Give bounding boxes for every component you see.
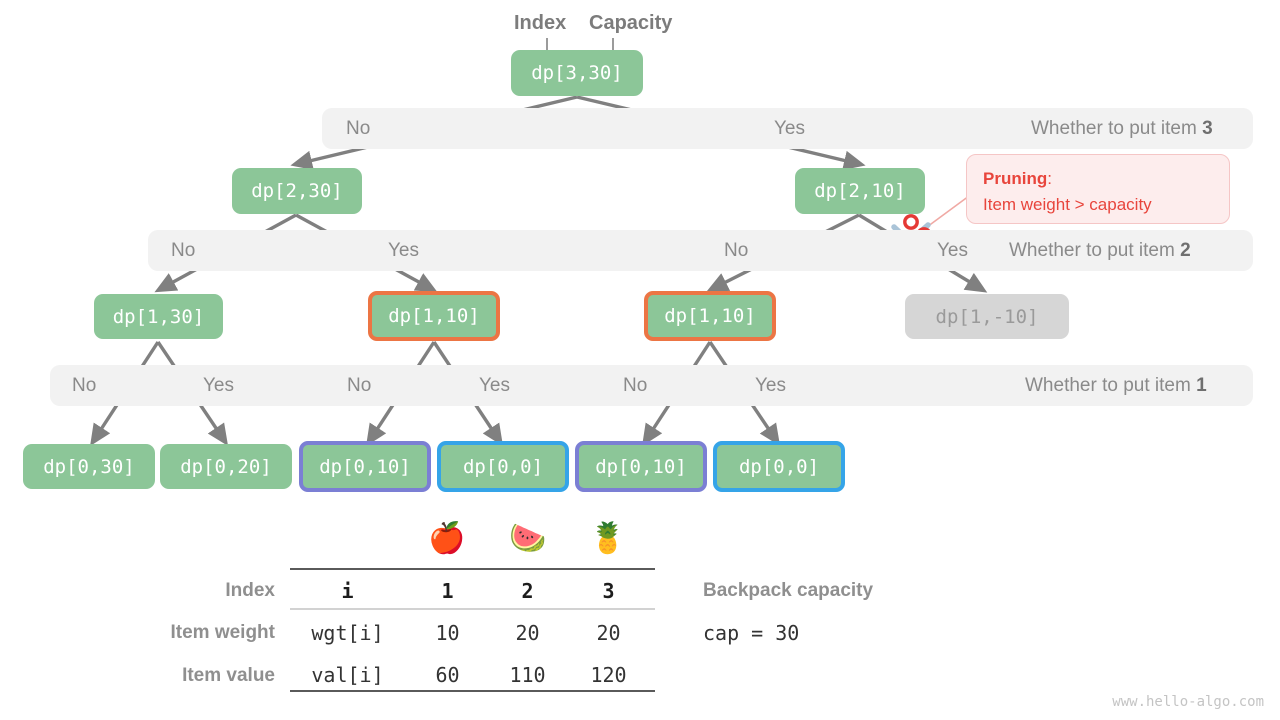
tree-leaf-dp-0-0-left[interactable]: dp[0,0] — [437, 441, 569, 492]
band1-question-item: 3 — [1202, 118, 1213, 139]
tree-node-dp-1-10-right[interactable]: dp[1,10] — [644, 291, 776, 341]
table-rule-mid — [290, 608, 655, 610]
watermelon-icon: 🍉 — [509, 522, 547, 555]
band3-label-3: Yes — [479, 375, 510, 396]
band3-question: Whether to put item 1 — [1025, 376, 1207, 395]
pruning-callout: Pruning: Item weight > capacity — [966, 154, 1230, 224]
table-col-header-3: 3 — [602, 579, 615, 603]
pineapple-icon: 🍍 — [589, 522, 627, 555]
pruning-title: Pruning — [983, 169, 1048, 188]
band3-label-2: No — [347, 375, 372, 396]
table-rule-top — [290, 568, 655, 570]
table-cell-val-2: 110 — [509, 663, 546, 687]
band2-yes-right-label: Yes — [937, 240, 968, 261]
tree-leaf-dp-0-30[interactable]: dp[0,30] — [23, 444, 155, 489]
table-cell-i: i — [341, 579, 354, 603]
band2-question-text: Whether to put item — [1009, 240, 1181, 261]
band3-label-0: No — [72, 375, 97, 396]
backpack-capacity-value: cap = 30 — [703, 621, 800, 645]
tree-node-root[interactable]: dp[3,30] — [511, 50, 643, 96]
band2-no-left-label: No — [171, 240, 196, 261]
table-col-header-2: 2 — [521, 579, 534, 603]
decision-band-item1 — [50, 365, 1253, 406]
tree-leaf-dp-0-10-left[interactable]: dp[0,10] — [299, 441, 431, 492]
tree-node-dp-2-10[interactable]: dp[2,10] — [795, 168, 925, 214]
table-rowlabel-weight: Item weight — [170, 622, 275, 643]
decision-band-item3 — [322, 108, 1253, 149]
band2-question: Whether to put item 2 — [1009, 241, 1191, 260]
pruning-title-line: Pruning: — [983, 166, 1215, 192]
tree-node-dp-2-30[interactable]: dp[2,30] — [232, 168, 362, 214]
table-rowlabel-value: Item value — [182, 665, 275, 686]
pruning-detail: Item weight > capacity — [983, 195, 1152, 215]
band2-yes-left-label: Yes — [388, 240, 419, 261]
tree-node-dp-1-10-left[interactable]: dp[1,10] — [368, 291, 500, 341]
band3-label-1: Yes — [203, 375, 234, 396]
pruning-title-colon: : — [1047, 169, 1052, 188]
table-cell-val-1: 60 — [435, 663, 460, 687]
table-cell-val-label: val[i] — [311, 663, 384, 687]
band1-yes-label: Yes — [774, 118, 805, 139]
tree-leaf-dp-0-0-right[interactable]: dp[0,0] — [713, 441, 845, 492]
table-rule-bottom — [290, 690, 655, 692]
table-cell-wgt-3: 20 — [596, 621, 621, 645]
backpack-capacity-title: Backpack capacity — [703, 580, 874, 601]
decision-band-item2 — [148, 230, 1253, 271]
band3-question-item: 1 — [1196, 375, 1207, 396]
band3-label-4: No — [623, 375, 648, 396]
apple-icon: 🍎 — [428, 522, 466, 555]
band2-question-item: 2 — [1180, 240, 1191, 261]
tree-node-dp-1-neg10-pruned: dp[1,-10] — [905, 294, 1069, 339]
tree-leaf-dp-0-20[interactable]: dp[0,20] — [160, 444, 292, 489]
band1-no-label: No — [346, 118, 371, 139]
band3-question-text: Whether to put item — [1025, 375, 1197, 396]
table-cell-wgt-label: wgt[i] — [311, 621, 384, 645]
table-col-header-1: 1 — [441, 579, 454, 603]
table-rowlabel-index: Index — [225, 580, 275, 601]
band1-question-text: Whether to put item — [1031, 118, 1203, 139]
watermark: www.hello-algo.com — [1112, 694, 1264, 710]
tree-node-dp-1-30[interactable]: dp[1,30] — [94, 294, 223, 339]
band3-label-5: Yes — [755, 375, 786, 396]
tree-leaf-dp-0-10-right[interactable]: dp[0,10] — [575, 441, 707, 492]
band2-no-right-label: No — [724, 240, 749, 261]
capacity-annotation: Capacity — [589, 12, 673, 34]
table-cell-wgt-2: 20 — [515, 621, 540, 645]
table-cell-val-3: 120 — [590, 663, 627, 687]
table-cell-wgt-1: 10 — [435, 621, 460, 645]
index-annotation: Index — [514, 12, 567, 34]
band1-question: Whether to put item 3 — [1031, 119, 1213, 138]
